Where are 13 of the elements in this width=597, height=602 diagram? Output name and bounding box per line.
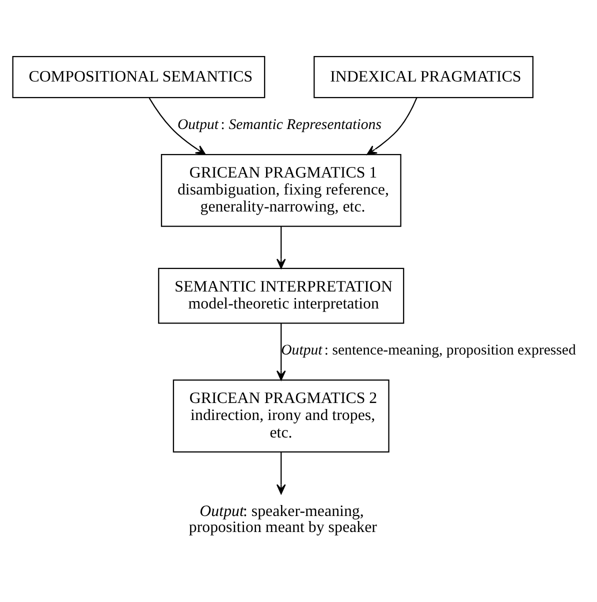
- arrow: [148, 97, 206, 154]
- arrow: [276, 226, 286, 268]
- arrow: [276, 322, 286, 380]
- node-box: COMPOSITIONAL SEMANTICS: [12, 55, 266, 98]
- node-box: GRICEAN PRAGMATICS 2 indirection, irony and tropes, etc.: [172, 379, 390, 452]
- edge-label: Output: Semantic Representations: [177, 116, 382, 132]
- node-box: GRICEAN PRAGMATICS 1 disambiguation, fixing reference, generality-narrowing, etc.: [160, 153, 402, 226]
- edge-label: Output: sentence-meaning, proposition expressed: [281, 342, 576, 358]
- node-box: SEMANTIC INTERPRETATION model-theoretic interpretation: [158, 267, 404, 324]
- node-box: INDEXICAL PRAGMATICS: [314, 55, 534, 98]
- arrow: [366, 97, 418, 154]
- node-text: Output: speaker-meaning, proposition meant by speaker: [188, 502, 377, 536]
- arrow: [276, 451, 286, 494]
